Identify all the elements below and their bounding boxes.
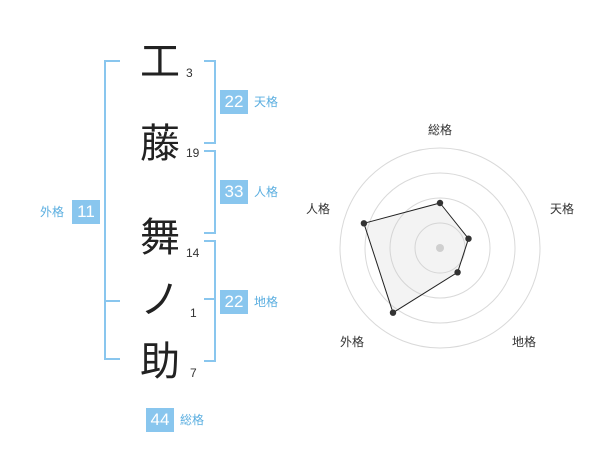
radar-axis-label-tenkaku: 天格: [550, 201, 574, 216]
jinkaku-value: 33: [220, 180, 248, 204]
gaikaku-bracket-bottom: [104, 298, 120, 360]
name-character-2: 藤: [140, 121, 180, 167]
name-character-4: ノ: [140, 277, 180, 323]
gaikaku-label: 外格: [40, 205, 65, 219]
radar-polygon: [363, 202, 470, 314]
radar-point-3: [454, 269, 461, 276]
radar-point-1: [436, 199, 444, 207]
chikaku-bracket: [204, 240, 216, 362]
tenkaku-label: 天格: [254, 95, 279, 109]
radar-center-dot: [436, 244, 444, 252]
radar-point-4: [389, 309, 397, 316]
stroke-count-4: 1: [190, 306, 197, 320]
soukaku-value: 44: [146, 408, 174, 432]
jinkaku-bracket: [204, 150, 216, 234]
soukaku-label: 総格: [180, 413, 205, 427]
chikaku-value: 22: [220, 290, 248, 314]
radar-axis-label-chikaku: 地格: [512, 334, 536, 349]
name-character-5: 助: [140, 339, 180, 385]
radar-axis-label-jinkaku: 人格: [306, 201, 330, 216]
radar-point-2: [465, 235, 472, 242]
stroke-count-2: 19: [186, 146, 200, 160]
stroke-count-3: 14: [186, 246, 200, 260]
name-character-1: 工: [140, 39, 180, 85]
chikaku-bracket-join: [204, 298, 214, 300]
radar-axis-label-gaikaku: 外格: [340, 334, 364, 349]
gaikaku-value: 11: [72, 200, 100, 224]
jinkaku-label: 人格: [254, 185, 279, 199]
tenkaku-bracket: [204, 60, 216, 144]
radar-axis-label-soukaku: 総格: [428, 122, 452, 137]
chikaku-label: 地格: [254, 295, 279, 309]
stroke-count-1: 3: [186, 66, 193, 80]
radar-ring-2: [389, 197, 491, 299]
radar-ring-4: [339, 147, 541, 349]
radar-point-5: [360, 220, 368, 227]
gaikaku-bracket-top: [104, 60, 120, 302]
radar-ring-3: [364, 172, 516, 324]
name-character-3: 舞: [140, 215, 180, 261]
stroke-count-5: 7: [190, 366, 197, 380]
tenkaku-value: 22: [220, 90, 248, 114]
